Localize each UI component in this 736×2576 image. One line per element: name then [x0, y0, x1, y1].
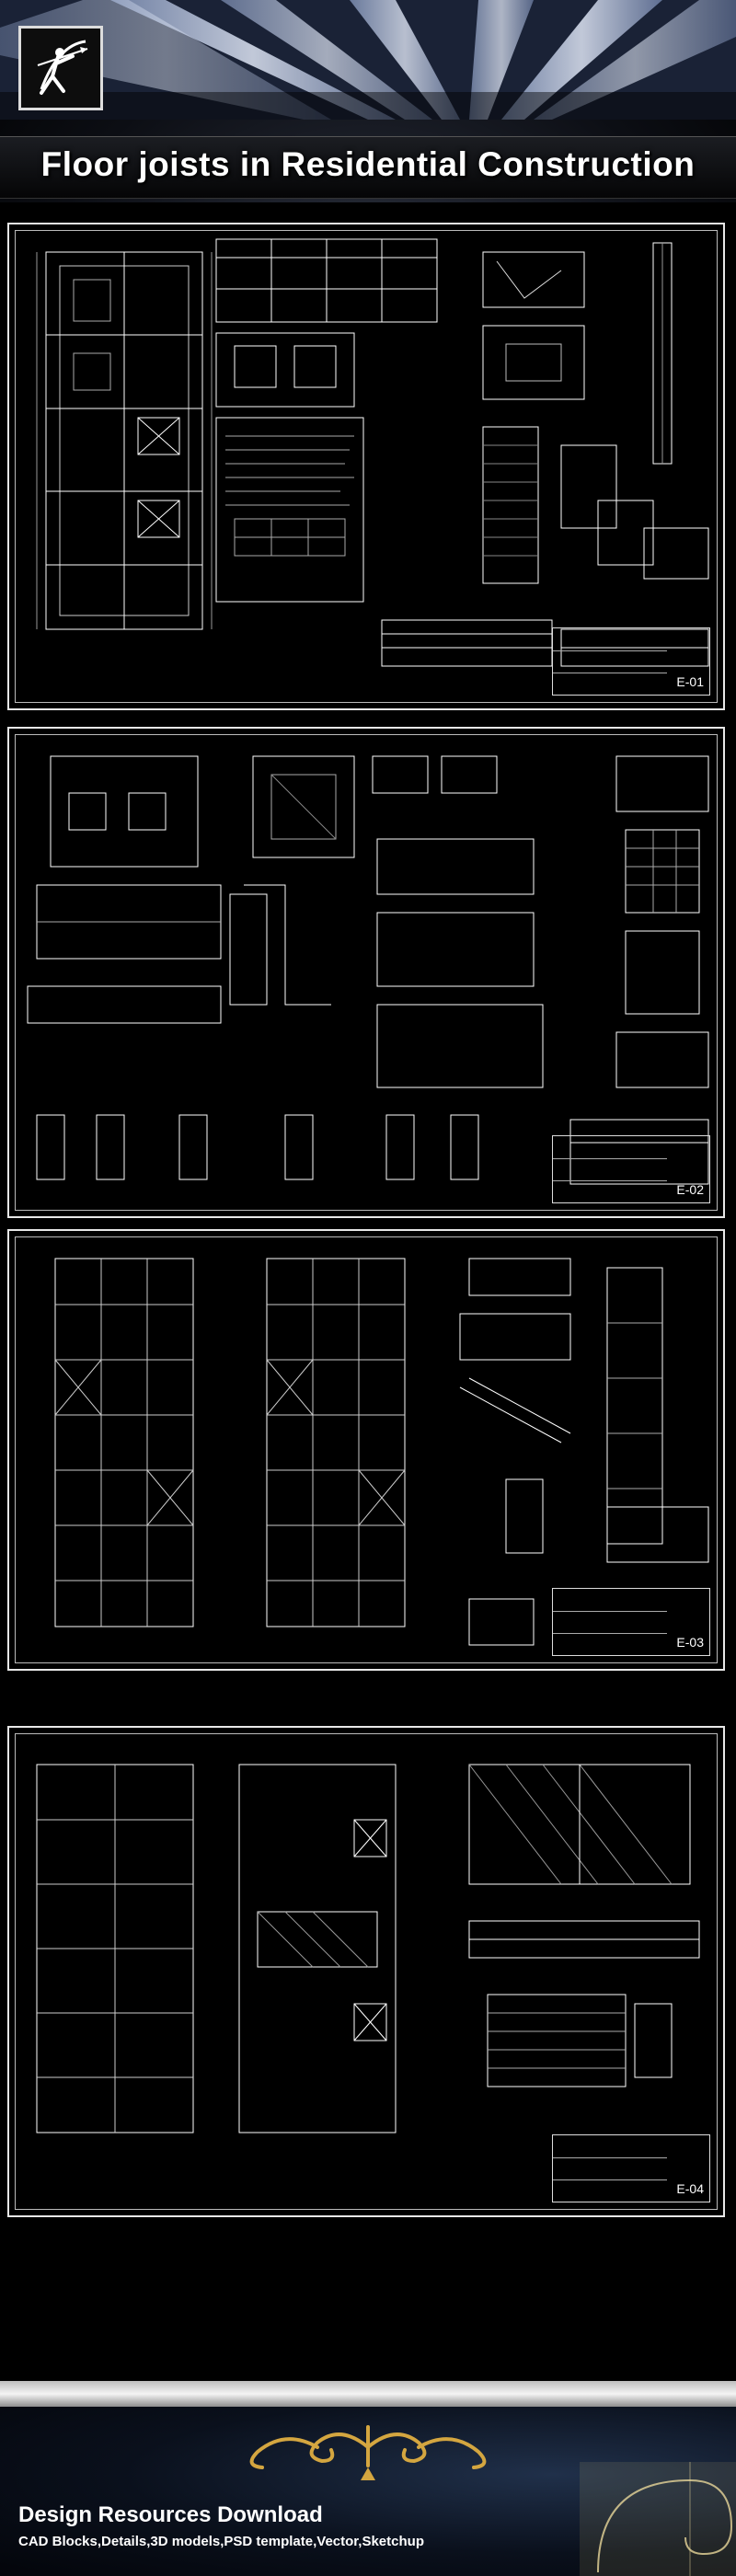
- drawing-sheet-e04: E-04: [7, 1726, 725, 2217]
- drawing-sheet-e02: E-02: [7, 727, 725, 1218]
- page-title: Floor joists in Residential Construction: [40, 145, 696, 183]
- title-block: E-02: [552, 1135, 710, 1203]
- sheet-code: E-01: [676, 674, 704, 689]
- drawing-sheet-e03: E-03: [7, 1229, 725, 1671]
- archer-icon: [37, 40, 88, 95]
- footer-banner: Design Resources Download CAD Blocks,Det…: [0, 2407, 736, 2576]
- sheet-code: E-02: [676, 1182, 704, 1197]
- footer-metal-stripe: [0, 2381, 736, 2407]
- footer-title: Design Resources Download: [18, 2502, 323, 2527]
- sheet-border: [15, 734, 718, 1211]
- drawing-sheet-e01: E-01: [7, 223, 725, 710]
- header-steel-beams-graphic: [0, 0, 736, 120]
- title-block: E-03: [552, 1588, 710, 1656]
- foundation-details-drawing: [27, 755, 709, 1185]
- gold-ornament-icon: [249, 2425, 487, 2480]
- sheet-border: [15, 1236, 718, 1663]
- joist-framing-plans-drawing: [54, 1258, 709, 1646]
- floor-plan-and-details-drawing: [36, 238, 709, 667]
- slab-and-beam-details-drawing: [36, 1764, 700, 2133]
- golden-spiral-graphic: [580, 2462, 736, 2576]
- footer-subtitle: CAD Blocks,Details,3D models,PSD templat…: [18, 2534, 424, 2549]
- title-block: E-04: [552, 2134, 710, 2202]
- sheet-border: [15, 1733, 718, 2210]
- header-banner: Floor joists in Residential Construction: [0, 0, 736, 202]
- archer-logo[interactable]: [18, 26, 103, 110]
- title-block: E-01: [552, 627, 710, 696]
- title-bar: [0, 136, 736, 199]
- sheet-code: E-04: [676, 2181, 704, 2196]
- sheet-code: E-03: [676, 1635, 704, 1650]
- sheet-border: [15, 230, 718, 703]
